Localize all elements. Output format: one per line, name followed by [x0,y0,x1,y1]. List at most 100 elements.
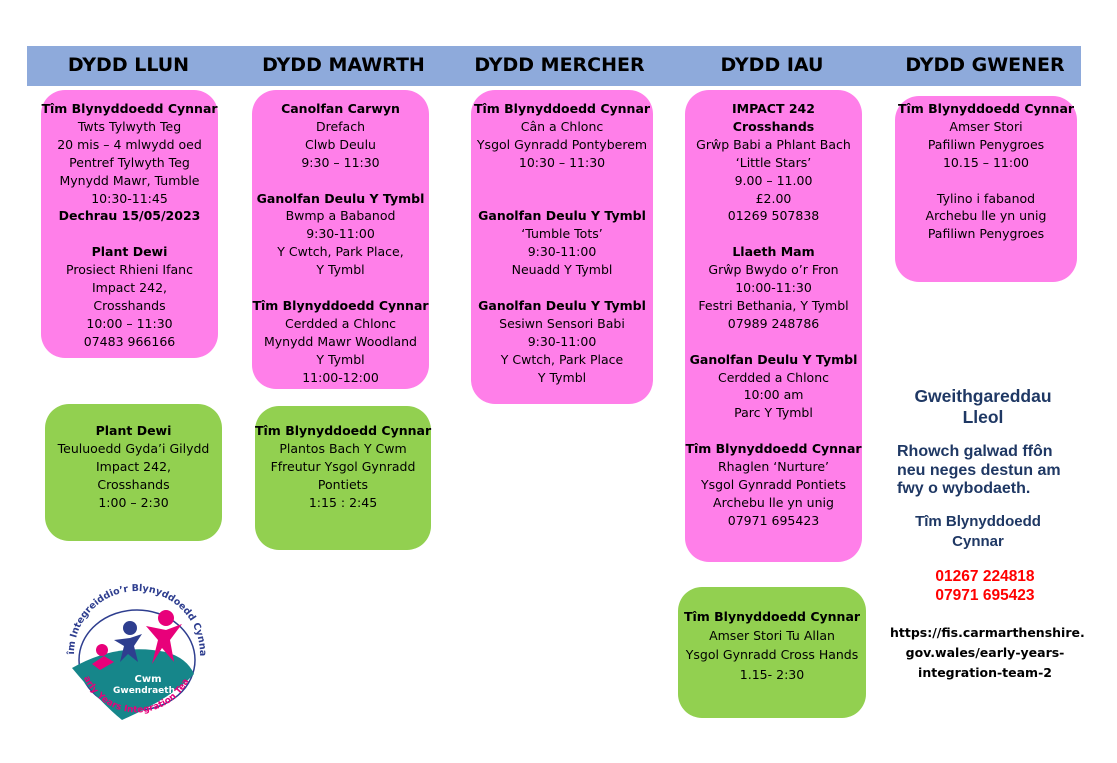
activity-heading: Ganolfan Deulu Y Tymbl [478,297,646,313]
logo-figure-small [92,656,114,670]
activity-heading: Crosshands [732,118,815,134]
spacer [685,422,862,440]
phone-2: 07971 695423 [935,587,1035,604]
activity-heading: Canolfan Carwyn [281,101,400,116]
activity-detail: 10:30-11:45 [91,190,168,206]
day-thursday: DYDD IAU [720,54,824,76]
activity-detail: Drefach [315,118,366,134]
activity-detail: Pontiets [317,476,369,492]
phone-1: 01267 224818 [935,568,1035,585]
activity-detail: Y Tymbl [316,351,365,367]
activity-detail: Crosshands [97,476,170,492]
message-line-2: neu neges destun am [897,461,1061,479]
activity-detail: 07483 966166 [83,333,176,349]
day-wednesday: DYDD MERCHER [474,54,645,76]
activity-heading: Tîm Blynyddoedd Cynnar [683,609,861,624]
spacer [685,333,862,351]
activity-detail: Sesiwn Sensori Babi [499,315,625,331]
activity-detail: 10:00-11:30 [735,280,812,296]
activity-detail: 1.15- 2:30 [739,666,805,682]
activity-heading: Ganolfan Deulu Y Tymbl [689,351,858,367]
activity-detail: Amser Stori [949,118,1023,134]
activity-detail: 10:00 am [743,387,804,403]
activity-heading: Plant Dewi [95,423,172,438]
team-name: Tîm Blynyddoedd Cynnar [893,512,1063,552]
activity-detail: Y Cwtch, Park Place [500,351,624,367]
activity-detail: Mynydd Mawr, Tumble [59,172,200,188]
logo-figure-big-head [158,610,174,626]
activity-detail: Teuluoedd Gyda’i Gilydd [57,440,210,456]
activity-detail: Festri Bethania, Y Tymbl [698,297,849,313]
activity-detail: Grŵp Babi a Phlant Bach [696,136,851,152]
activity-detail: 11:00-12:00 [302,369,379,385]
activity-detail: Y Cwtch, Park Place, [277,244,404,260]
url-line-1: https://fis.carmarthenshire. [890,625,1085,640]
activity-detail: Tylino i fabanod [936,190,1036,206]
spacer [471,279,653,297]
activity-heading: Tîm Blynyddoedd Cynnar [252,297,429,313]
activity-detail: 9.00 – 11.00 [734,172,813,188]
heading-line-2: Lleol [962,407,1004,427]
spacer [471,190,653,208]
activity-detail: Amser Stori Tu Allan [709,628,835,644]
activity-heading: Tîm Blynyddoedd Cynnar [685,441,862,457]
activity-detail: Y Tymbl [316,262,365,278]
activity-heading: Ganolfan Deulu Y Tymbl [256,190,425,206]
activity-heading: Tîm Blynyddoedd Cynnar [897,101,1075,116]
activity-detail: Cân a Chlonc [520,118,604,134]
message-line-3: fwy o wybodaeth. [897,480,1031,497]
activity-detail: Ffreutur Ysgol Gynradd [270,458,416,474]
day-friday: DYDD GWENER [905,54,1065,76]
spacer [41,225,218,243]
activity-detail: Archebu lle yn unig [713,494,834,510]
website-link[interactable]: https://fis.carmarthenshire. gov.wales/e… [890,623,1085,683]
activity-heading: Llaeth Mam [732,244,815,260]
activity-heading: Plant Dewi [91,244,168,260]
activity-detail: Twts Tylwyth Teg [77,118,182,134]
logo-cwm: Cwm [135,674,162,685]
activity-detail: Prosiect Rhieni Ifanc [66,262,193,278]
activity-detail: Pafiliwn Penygroes [927,226,1045,242]
early-years-integration-team-logo: Tîm Integreiddio’r Blynyddoedd Cynnar Cw… [62,582,208,720]
activity-detail: £2.00 [755,190,792,206]
logo-figure-big [146,624,182,664]
phone-numbers: 01267 224818 07971 695423 [900,567,1070,605]
activity-detail: Pentref Tylwyth Teg [69,154,190,170]
activity-detail: Neuadd Y Tymbl [511,262,613,278]
local-activities-heading: Gweithgareddau Lleol [893,386,1073,428]
activity-detail: 07971 695423 [727,512,820,528]
url-line-2: gov.wales/early-years- [905,645,1065,660]
activity-detail: 9:30-11:00 [527,333,597,349]
logo-figure-small-head [96,644,108,656]
url-line-3: integration-team-2 [918,665,1052,680]
spacer [252,279,429,297]
activity-detail: Pafiliwn Penygroes [927,136,1045,152]
activity-detail: Rhaglen ‘Nurture’ [718,459,829,475]
activity-detail: 9:30-11:00 [527,244,597,260]
activity-heading: Ganolfan Deulu Y Tymbl [478,208,646,224]
message-line-1: Rhowch galwad ffôn [897,443,1053,460]
logo-figure-mid-head [123,621,137,635]
spacer [895,172,1077,190]
activity-detail: ‘Little Stars’ [735,154,812,170]
heading-line-1: Gweithgareddau [914,386,1052,406]
activity-detail: 1:15 : 2:45 [308,494,378,510]
activity-detail: Crosshands [93,297,166,313]
activity-heading: Tîm Blynyddoedd Cynnar [473,101,651,116]
activity-detail: 9:30 – 11:30 [301,154,380,170]
activity-detail: 01269 507838 [727,208,820,224]
activity-heading: Dechrau 15/05/2023 [58,208,201,224]
spacer [685,225,862,243]
activity-detail: Ysgol Gynradd Cross Hands [685,647,859,663]
activity-detail: Cerdded a Chlonc [284,315,396,331]
activity-detail: 10.15 – 11:00 [942,154,1029,170]
contact-message: Rhowch galwad ffôn neu neges destun am f… [897,443,1087,499]
activity-detail: Ysgol Gynradd Pontiets [701,476,846,492]
activity-detail: 20 mis – 4 mlwydd oed [57,136,202,152]
activity-detail: Grŵp Bwydo o’r Fron [708,262,839,278]
